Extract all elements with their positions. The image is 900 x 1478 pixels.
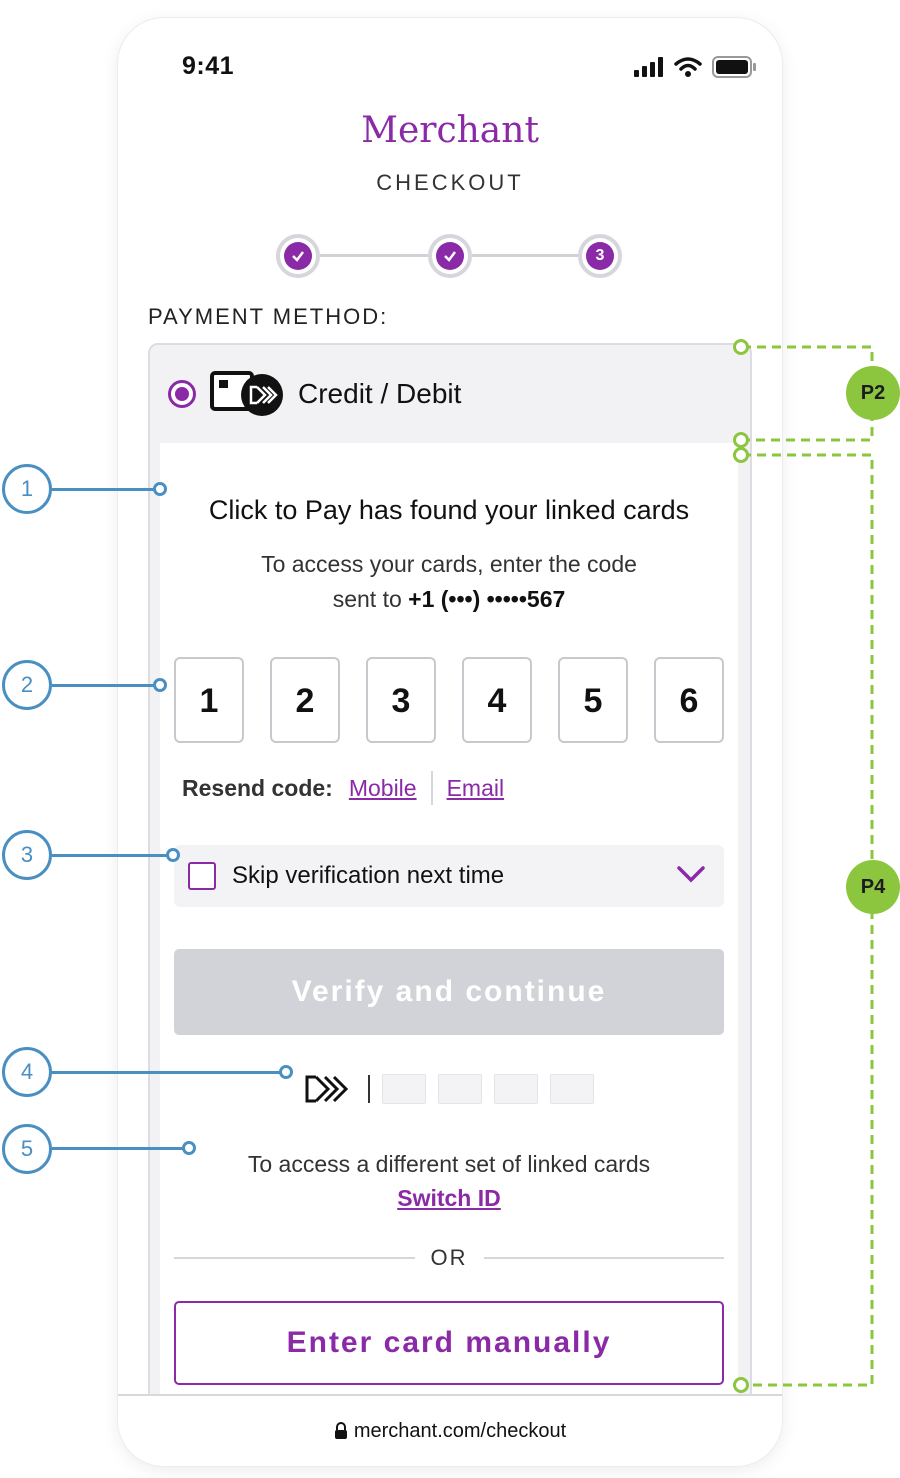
- otp-digit-4[interactable]: 4: [462, 657, 532, 743]
- callout-anchor: [166, 848, 180, 862]
- step-3-number: 3: [586, 242, 614, 270]
- resend-label: Resend code:: [182, 774, 333, 801]
- callout-4: 4: [2, 1047, 52, 1097]
- chevron-down-icon[interactable]: [676, 859, 706, 889]
- callout-leader: [52, 1071, 282, 1074]
- panel-title: Click to Pay has found your linked cards: [208, 495, 690, 525]
- card-placeholder: [494, 1074, 538, 1104]
- wifi-icon: [674, 57, 702, 77]
- signal-icon: [634, 57, 663, 77]
- switch-id-description: To access a different set of linked card…: [247, 1151, 651, 1177]
- desc-line-1: To access your cards, enter the code: [261, 551, 637, 577]
- callout-3: 3: [2, 830, 52, 880]
- skip-verification-row[interactable]: Skip verification next time: [174, 845, 724, 907]
- check-icon: [292, 251, 304, 262]
- payment-method-name: Credit / Debit: [298, 378, 462, 409]
- click-to-pay-icon: [305, 1075, 349, 1103]
- enter-card-manually-button[interactable]: Enter card manually: [174, 1301, 724, 1385]
- card-placeholder: [550, 1074, 594, 1104]
- callout-leader: [52, 854, 168, 857]
- callout-2: 2: [2, 660, 52, 710]
- divider: [430, 771, 433, 805]
- callout-anchor: [153, 482, 167, 496]
- callout-1: 1: [2, 464, 52, 514]
- otp-digit-6[interactable]: 6: [654, 657, 724, 743]
- skip-verification-checkbox[interactable]: [188, 862, 216, 890]
- click-to-pay-panel: Click to Pay has found your linked cards…: [160, 443, 738, 1403]
- lock-icon: [334, 1422, 347, 1439]
- verify-continue-button[interactable]: Verify and continue: [174, 949, 724, 1035]
- card-placeholder: [438, 1074, 482, 1104]
- zone-label-p4: P4: [846, 860, 900, 914]
- step-2: [428, 234, 472, 278]
- resend-email-link[interactable]: Email: [446, 774, 505, 801]
- masked-phone: +1 (•••) •••••567: [408, 586, 566, 612]
- zone-label-p2: P2: [846, 366, 900, 420]
- step-connector: [472, 254, 578, 257]
- zone-anchor: [733, 1377, 749, 1393]
- zone-anchor: [733, 447, 749, 463]
- step-1: [276, 234, 320, 278]
- status-icons: [634, 56, 756, 78]
- panel-description: To access your cards, enter the code sen…: [160, 547, 738, 617]
- merchant-logo: Merchant: [361, 110, 539, 151]
- card-placeholder: [382, 1074, 426, 1104]
- callout-anchor: [153, 678, 167, 692]
- or-divider: OR: [174, 1243, 724, 1273]
- otp-digit-3[interactable]: 3: [366, 657, 436, 743]
- zone-anchor: [733, 432, 749, 448]
- check-icon: [444, 251, 456, 262]
- callout-5: 5: [2, 1124, 52, 1174]
- desc-prefix: sent to: [332, 586, 409, 612]
- url-text: merchant.com/checkout: [353, 1419, 567, 1442]
- or-text: OR: [430, 1245, 468, 1270]
- divider: [368, 1075, 370, 1103]
- callout-leader: [52, 488, 156, 491]
- resend-code-row: Resend code: Mobile Email: [182, 771, 504, 805]
- desc-line-2: sent to +1 (•••) •••••567: [160, 582, 738, 617]
- payment-method-option[interactable]: Credit / Debit: [168, 369, 461, 419]
- callout-leader: [52, 684, 156, 687]
- resend-mobile-link[interactable]: Mobile: [348, 774, 417, 801]
- callout-anchor: [182, 1141, 196, 1155]
- otp-digit-1[interactable]: 1: [174, 657, 244, 743]
- page-subtitle: CHECKOUT: [376, 170, 524, 195]
- payment-method-label: PAYMENT METHOD:: [148, 304, 389, 329]
- step-3: 3: [578, 234, 622, 278]
- card-art-row: [304, 1073, 606, 1105]
- callout-leader: [52, 1147, 184, 1150]
- zone-brackets: [742, 345, 874, 1387]
- phone-frame: 9:41 Merchant CHECKOUT 3: [118, 18, 782, 1466]
- otp-input-group: 1 2 3 4 5 6: [174, 657, 724, 745]
- battery-icon: [712, 56, 756, 78]
- address-bar[interactable]: merchant.com/checkout: [118, 1394, 782, 1466]
- click-to-pay-card-icon: [210, 371, 286, 417]
- zone-anchor: [733, 339, 749, 355]
- switch-id-row: Switch ID: [160, 1185, 738, 1212]
- otp-digit-5[interactable]: 5: [558, 657, 628, 743]
- callout-anchor: [279, 1065, 293, 1079]
- status-time: 9:41: [182, 52, 235, 80]
- checkout-stepper: 3: [276, 234, 622, 278]
- otp-digit-2[interactable]: 2: [270, 657, 340, 743]
- skip-verification-label: Skip verification next time: [232, 862, 505, 889]
- payment-radio[interactable]: [168, 380, 196, 408]
- switch-id-link[interactable]: Switch ID: [397, 1185, 501, 1211]
- step-connector: [320, 254, 428, 257]
